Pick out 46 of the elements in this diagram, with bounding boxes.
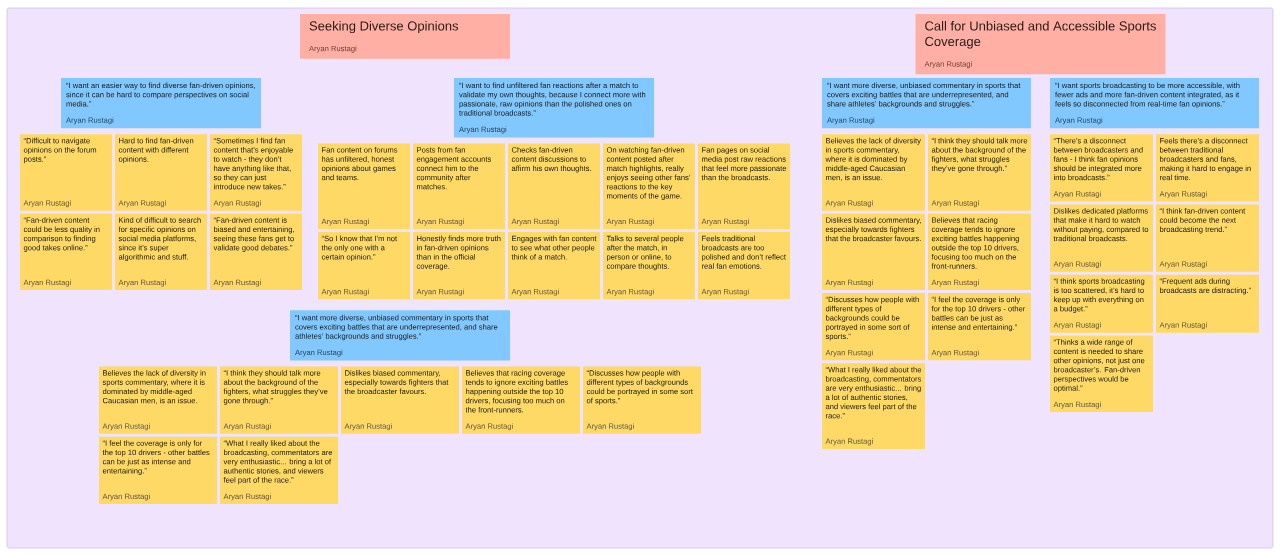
sticky-note [413,232,505,300]
sticky-note [1050,134,1153,202]
sticky-note [822,363,925,449]
sticky-note [1050,78,1259,129]
sticky-note [454,78,654,138]
sticky-note [583,366,701,434]
sticky-note [318,232,410,300]
sticky-note [928,213,1031,291]
title-note [300,14,510,59]
sticky-note [928,134,1031,211]
sticky-note [20,134,112,211]
note-title: Seeking Diverse Opinions [309,21,459,34]
sticky-note [822,293,925,361]
sticky-note [220,366,338,434]
sticky-note [99,436,217,504]
sticky-note [1050,335,1153,413]
sticky-note [1156,134,1259,202]
sticky-note [220,436,338,504]
sticky-note [341,366,459,434]
sticky-note [698,232,790,300]
sticky-note [210,213,302,291]
title-note [915,14,1166,75]
sticky-note [210,134,302,211]
sticky-note [413,143,505,230]
note-title: Call for Unbiased and Accessible Sports Coverage [925,21,1156,49]
sticky-note [20,213,112,291]
sticky-note [99,366,217,434]
sticky-note [822,78,1031,129]
sticky-note [603,232,695,300]
sticky-note [1050,274,1153,333]
sticky-note [1050,204,1153,272]
sticky-note [698,143,790,230]
sticky-note [462,366,580,434]
sticky-note [508,143,600,230]
sticky-note [1156,204,1259,272]
sticky-note [508,232,600,300]
sticky-note [1156,274,1259,333]
sticky-note [61,78,261,129]
sticky-note [115,213,207,291]
sticky-note [928,293,1031,361]
sticky-note [115,134,207,211]
sticky-note [603,143,695,230]
sticky-note [822,134,925,211]
sticky-note [318,143,410,230]
sticky-note [822,213,925,291]
sticky-note [290,310,510,361]
